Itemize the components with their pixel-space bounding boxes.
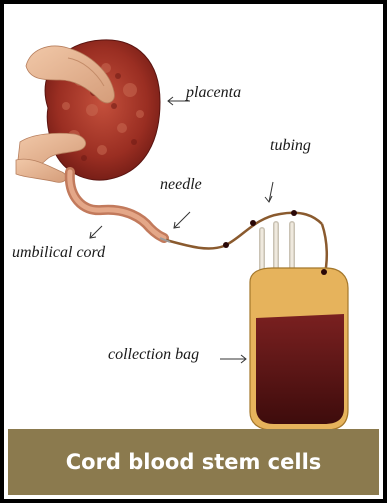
collection-bag-label: collection bag [108,346,199,364]
needle-label: needle [160,176,202,194]
tubing-label: tubing [270,137,311,155]
collection-bag [250,224,348,430]
umbilical-cord-label: umbilical cord [12,244,105,262]
placenta-label: placenta [186,84,241,102]
caption-title: Cord blood stem cells [66,450,322,474]
cord-blood-collection-illustration [10,10,385,436]
umbilical-cord [70,172,164,238]
caption-bar: Cord blood stem cells [8,429,379,495]
